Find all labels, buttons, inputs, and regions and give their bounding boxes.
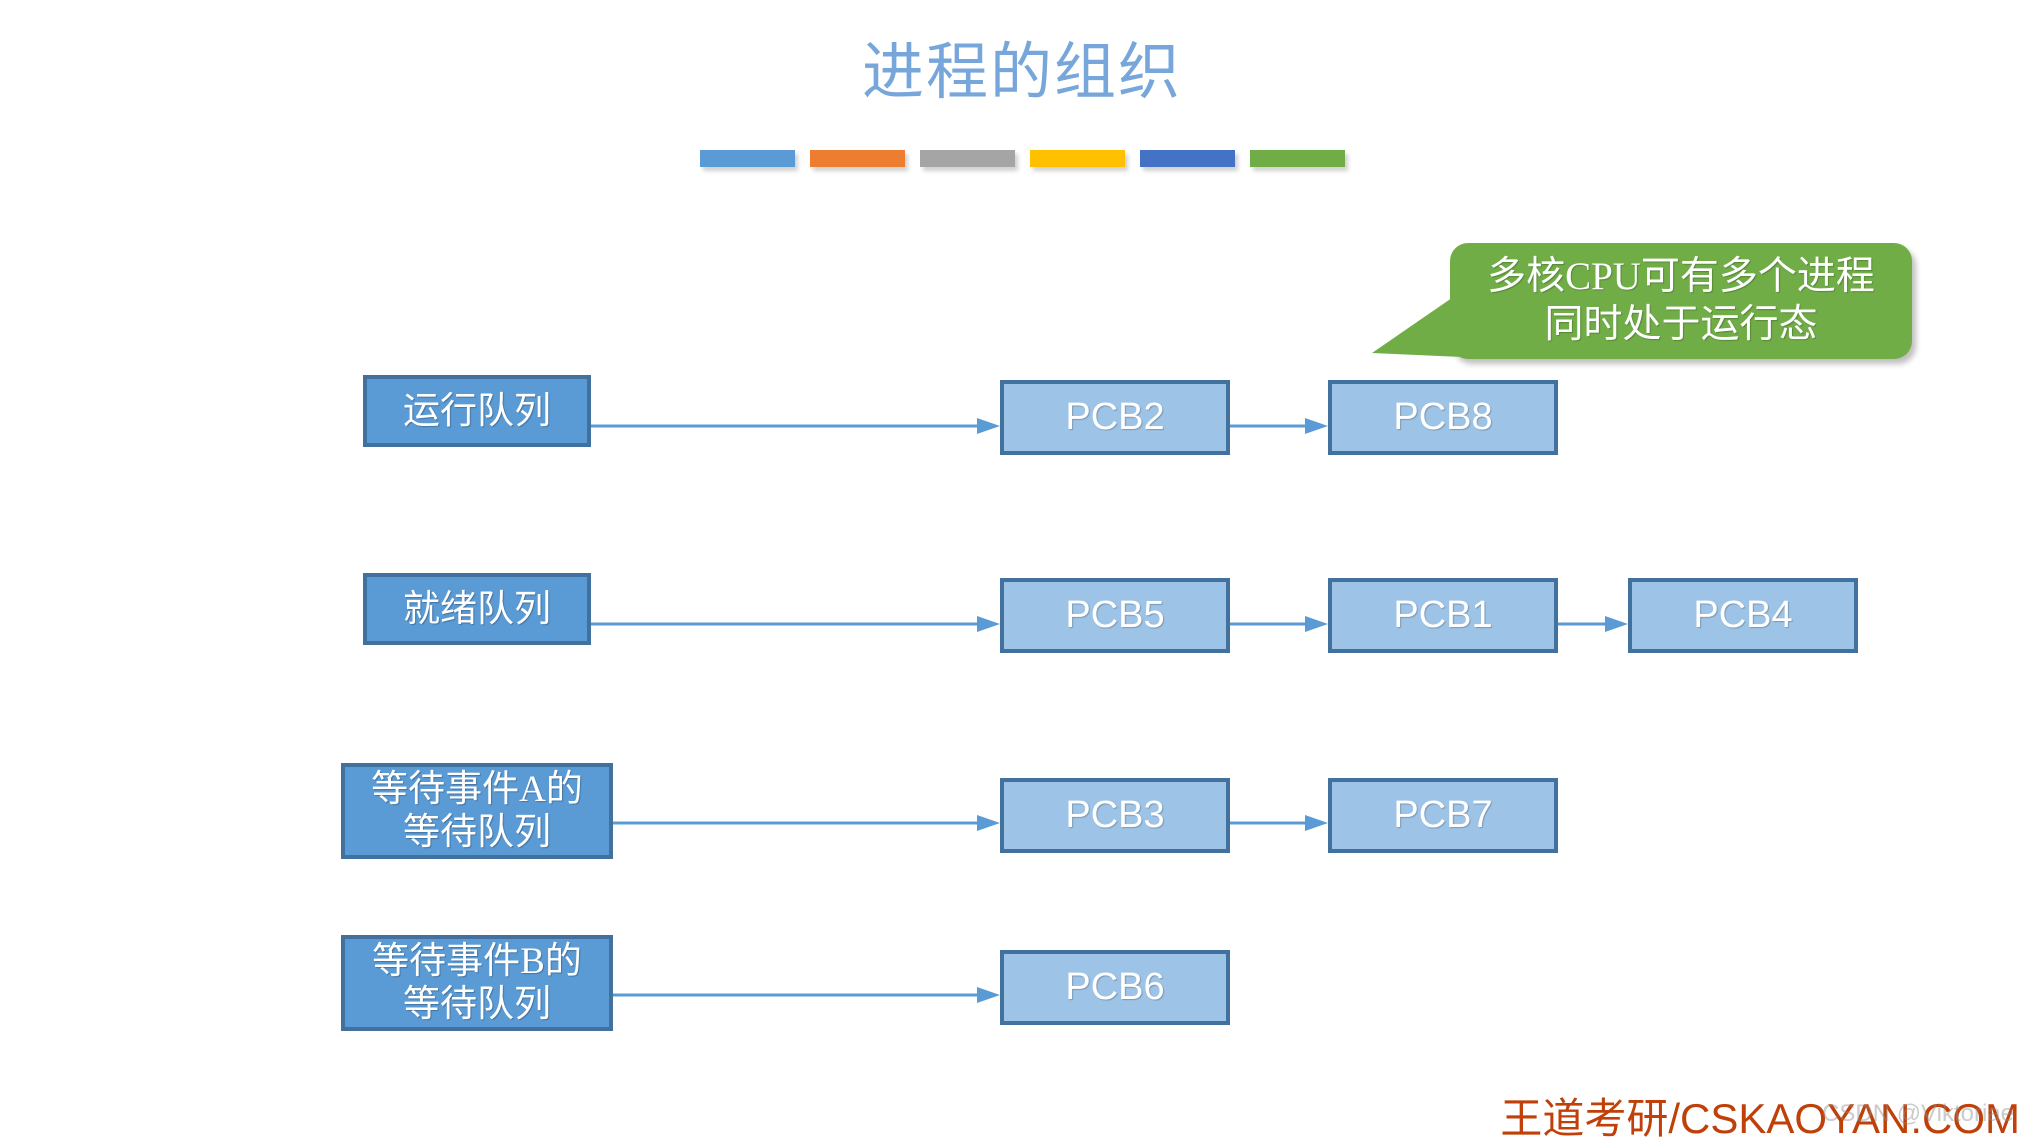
- pcb-box-1[interactable]: PCB1: [1328, 578, 1558, 653]
- arrow-ready-to-pcb5: [591, 612, 1000, 636]
- arrow-pcb2-to-pcb8: [1230, 414, 1328, 438]
- page-title: 进程的组织: [861, 39, 1182, 107]
- pcb-box-2[interactable]: PCB4: [1628, 578, 1858, 653]
- arrow-running-to-pcb2: [591, 414, 1000, 438]
- bar-darkblue-icon: [1140, 150, 1235, 167]
- queue-label-line-1: 运行队列: [403, 390, 551, 432]
- callout-line-1: 多核CPU可有多个进程: [1487, 255, 1875, 298]
- pcb-label: PCB3: [1065, 794, 1165, 836]
- queue-label-line-2: 等待队列: [403, 812, 551, 853]
- arrow-pcb5-to-pcb1: [1230, 612, 1328, 636]
- pcb-label: PCB5: [1065, 594, 1165, 636]
- bar-orange-icon: [810, 150, 905, 167]
- queue-box-ready[interactable]: 就绪队列: [363, 573, 591, 645]
- pcb-label: PCB8: [1393, 396, 1493, 438]
- bar-green-icon: [1250, 150, 1345, 167]
- callout-line-2: 同时处于运行态: [1544, 303, 1818, 346]
- arrow-pcb1-to-pcb4: [1558, 612, 1628, 636]
- pcb-box-1[interactable]: PCB7: [1328, 778, 1558, 853]
- queue-label-line-2: 等待队列: [403, 984, 551, 1025]
- pcb-label: PCB6: [1065, 966, 1165, 1008]
- arrow-wait-b-to-pcb6: [613, 983, 1000, 1007]
- bar-yellow-icon: [1030, 150, 1125, 167]
- queue-label-line-1: 等待事件A的: [371, 769, 583, 810]
- title-color-bars: [700, 150, 1345, 167]
- callout-bubble: 多核CPU可有多个进程 同时处于运行态: [1372, 243, 1912, 359]
- callout-text: 多核CPU可有多个进程 同时处于运行态: [1450, 243, 1912, 359]
- callout-tail-icon: [1372, 291, 1462, 357]
- brand-watermark: 王道考研/CSKAOYAN.COM: [1500, 1095, 2020, 1142]
- arrow-pcb3-to-pcb7: [1230, 811, 1328, 835]
- queue-box-wait-event-a[interactable]: 等待事件A的 等待队列: [341, 763, 613, 859]
- queue-box-running[interactable]: 运行队列: [363, 375, 591, 447]
- queue-label-line-1: 等待事件B的: [372, 941, 582, 982]
- queue-box-wait-event-b[interactable]: 等待事件B的 等待队列: [341, 935, 613, 1031]
- bar-gray-icon: [920, 150, 1015, 167]
- bar-blue-icon: [700, 150, 795, 167]
- pcb-box-1[interactable]: PCB8: [1328, 380, 1558, 455]
- pcb-box-0[interactable]: PCB6: [1000, 950, 1230, 1025]
- pcb-label: PCB4: [1693, 594, 1793, 636]
- arrow-wait-a-to-pcb3: [613, 811, 1000, 835]
- pcb-label: PCB2: [1065, 396, 1165, 438]
- queue-label-line-1: 就绪队列: [403, 588, 551, 630]
- csdn-watermark: CSDN @Viktoriae: [1822, 1100, 2014, 1127]
- pcb-box-0[interactable]: PCB2: [1000, 380, 1230, 455]
- pcb-box-0[interactable]: PCB3: [1000, 778, 1230, 853]
- pcb-label: PCB1: [1393, 594, 1493, 636]
- pcb-box-0[interactable]: PCB5: [1000, 578, 1230, 653]
- pcb-label: PCB7: [1393, 794, 1493, 836]
